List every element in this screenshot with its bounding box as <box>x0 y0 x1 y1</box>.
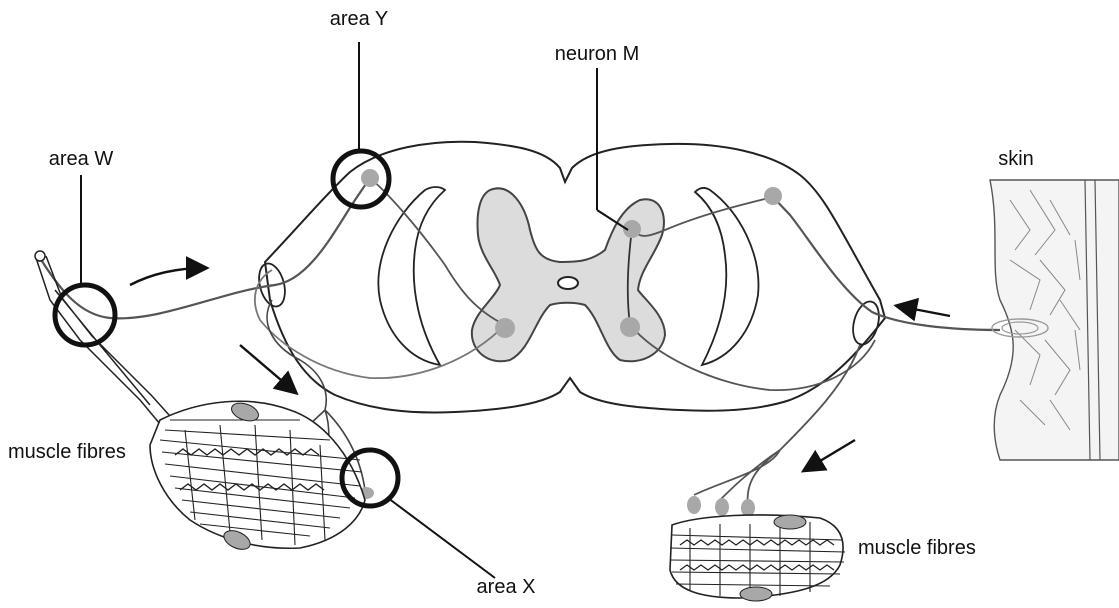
label-area-w: area W <box>49 148 114 170</box>
muscle-fibres-right <box>670 515 845 601</box>
spinal-cord <box>265 142 885 413</box>
label-neuron-m: neuron M <box>555 43 640 65</box>
central-canal <box>558 277 578 289</box>
label-muscle-fibres-right: muscle fibres <box>858 537 976 559</box>
arrow-motor-right <box>805 440 855 470</box>
nerve-end-cap <box>35 251 45 261</box>
endplate-1-right <box>687 496 701 514</box>
motor-cell-body-left <box>495 318 515 338</box>
nucleus-right-2 <box>740 587 772 601</box>
label-muscle-fibres-left: muscle fibres <box>8 441 126 463</box>
area-w-ring <box>55 285 115 345</box>
ganglion-cell-body-left <box>361 169 379 187</box>
ganglion-cell-body-right <box>764 187 782 205</box>
motor-cell-body-right <box>620 317 640 337</box>
label-skin: skin <box>998 148 1034 170</box>
label-area-x: area X <box>477 576 536 598</box>
arrow-sensory-left <box>130 268 205 285</box>
leader-area-x <box>388 498 495 578</box>
endplate-2-right <box>715 498 729 516</box>
arrow-sensory-right <box>898 306 950 316</box>
label-area-y: area Y <box>330 8 389 30</box>
nucleus-right-1 <box>774 515 806 529</box>
skin-section <box>990 180 1119 460</box>
